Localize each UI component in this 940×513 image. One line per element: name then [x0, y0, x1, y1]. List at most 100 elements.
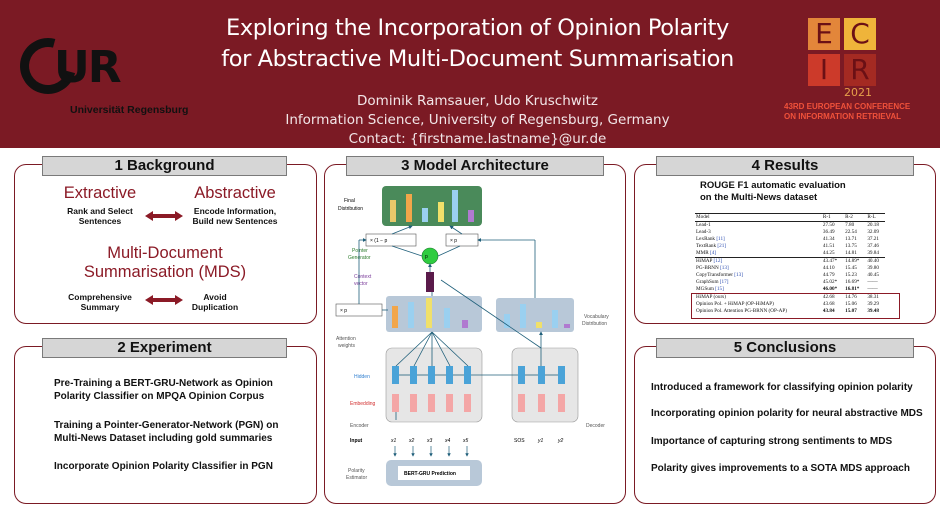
results-model-cell: Opinion Pol. Attention PG-BRNN (OP-AP)	[695, 308, 822, 315]
results-r1-cell: 36.49	[822, 229, 835, 235]
experiment-heading: 2 Experiment	[42, 338, 287, 358]
ecir-letter-e: E	[808, 18, 840, 50]
results-r1-cell: 43.47*	[821, 257, 845, 265]
model-name: MGSum	[696, 286, 714, 292]
model-citation: [13]	[720, 265, 729, 271]
architecture-diagram: Final Distribution Pointer Generator × (…	[332, 180, 620, 496]
results-rl-cell: 20.18	[867, 222, 879, 228]
university-name: Universität Regensburg	[70, 104, 189, 116]
results-r2-cell: 15.06	[845, 301, 857, 307]
background-heading: 1 Background	[42, 156, 287, 176]
results-rl-cell: 39.84	[867, 250, 879, 256]
model-name: CopyTransformer	[696, 272, 733, 278]
ecir-conf-line-1: 43RD EUROPEAN CONFERENCE	[784, 102, 911, 111]
model-name: HiMAP (ours)	[696, 294, 726, 300]
model-name: TextRank	[696, 243, 717, 249]
results-r2-cell: 15.45	[845, 265, 857, 271]
input-arrows	[393, 446, 469, 457]
ecir-conference: 43RD EUROPEAN CONFERENCE ON INFORMATION …	[784, 102, 924, 122]
polarity-estimator-label-1: Polarity	[348, 468, 365, 474]
abstractive-label: Abstractive	[194, 184, 276, 202]
experiment-item-3: Incorporate Opinion Polarity Classifier …	[54, 461, 273, 472]
decoder-token-2: y1	[537, 438, 544, 444]
pgen-node-label: p	[425, 254, 428, 260]
bert-gru-label: BERT-GRU Prediction	[404, 471, 456, 477]
results-model-cell: TextRank [21]	[695, 243, 822, 250]
final-distribution-label-1: Final	[344, 198, 355, 204]
experiment-item-2: Training a Pointer-Generator-Network (PG…	[54, 420, 304, 445]
pointer-generator-label-1: Pointer	[352, 248, 368, 254]
comprehensive-2: Summary	[80, 302, 120, 312]
extractive-label: Extractive	[63, 184, 137, 202]
results-heading: 4 Results	[656, 156, 914, 176]
results-row: Opinion Pol. Attention PG-BRNN (OP-AP)43…	[695, 308, 885, 315]
architecture-svg: Final Distribution Pointer Generator × (…	[335, 186, 609, 486]
results-model-cell: GraphSum [17]	[695, 279, 822, 286]
decoder-label: Decoder	[586, 423, 605, 429]
encoder-hidden-cells	[392, 366, 471, 384]
results-model-cell: HiMAP [12]	[695, 257, 822, 265]
ecir-year: 2021	[844, 86, 872, 99]
results-rl-cell: 40.40	[866, 257, 885, 265]
encoder-label: Encoder	[350, 423, 369, 429]
results-rl-cell: 37.46	[867, 243, 879, 249]
attention-weights-label-2: weights	[338, 343, 355, 349]
polarity-estimator-label-2: Estimator	[346, 475, 367, 481]
col-r2: R-2	[844, 213, 867, 222]
extractive-desc: Rank and Select Sentences	[48, 206, 152, 226]
input-label: Input	[350, 438, 363, 444]
conclusion-item: Polarity gives improvements to a SOTA MD…	[651, 463, 910, 474]
title-line-1: Exploring the Incorporation of Opinion P…	[226, 15, 729, 41]
mds-line-1: Multi-Document	[107, 244, 223, 262]
col-model: Model	[695, 213, 822, 222]
results-r1-cell: 41.51	[822, 243, 835, 249]
results-r2-cell: 13.75	[845, 243, 857, 249]
poster-header: UR Universität Regensburg Exploring the …	[0, 0, 940, 148]
logo-ur-text: UR	[54, 42, 122, 93]
vocab-label-1: Vocabulary	[584, 314, 609, 320]
bert-gru-box	[398, 466, 470, 480]
results-model-cell: MGSum [15]	[695, 286, 822, 294]
col-r1: R-1	[821, 213, 845, 222]
comprehensive-desc: Comprehensive Summary	[52, 292, 148, 312]
results-row: TextRank [21]41.51 13.75 37.46	[695, 243, 885, 250]
model-name: Lead-1	[696, 222, 711, 228]
vocab-label-2: Distribution	[582, 321, 607, 327]
results-header-row: Model R-1 R-2 R-L	[695, 213, 885, 222]
encoder-embedding-cells	[392, 394, 471, 412]
conclusion-item: Incorporating opinion polarity for neura…	[651, 408, 923, 419]
affiliation: Information Science, University of Regen…	[285, 112, 670, 128]
results-model-cell: PG-BRNN [13]	[695, 265, 822, 272]
results-r1-cell: 27.50	[822, 222, 835, 228]
context-vector-block	[426, 272, 434, 292]
vocab-bars	[504, 304, 570, 328]
diagram-connectors	[358, 225, 558, 420]
results-caption-2: on the Multi-News dataset	[700, 192, 818, 203]
results-model-cell: MMR [4]	[695, 250, 822, 258]
model-name: HiMAP	[696, 258, 713, 264]
results-rl-cell: ——	[867, 279, 878, 285]
model-citation: [17]	[719, 279, 729, 285]
authors: Dominik Ramsauer, Udo Kruschwitz	[357, 93, 598, 109]
results-r2-cell: 15.23	[845, 272, 857, 278]
double-arrow-icon	[145, 295, 183, 305]
model-name: Lead-3	[696, 229, 711, 235]
double-arrow-icon	[145, 211, 183, 221]
ecir-letter-c: C	[844, 18, 876, 50]
avoid-desc: Avoid Duplication	[180, 292, 250, 312]
input-token-5: x5	[462, 438, 469, 444]
results-r2-cell: 16.81*	[845, 286, 860, 292]
input-token-4: x4	[444, 438, 451, 444]
results-r1-cell: 44.25	[822, 250, 835, 256]
decoder-token-1: SOS	[514, 438, 525, 444]
attention-weights-label-1: Attention	[336, 336, 356, 342]
extractive-desc-2: Sentences	[78, 216, 122, 226]
avoid-1: Avoid	[203, 292, 227, 302]
